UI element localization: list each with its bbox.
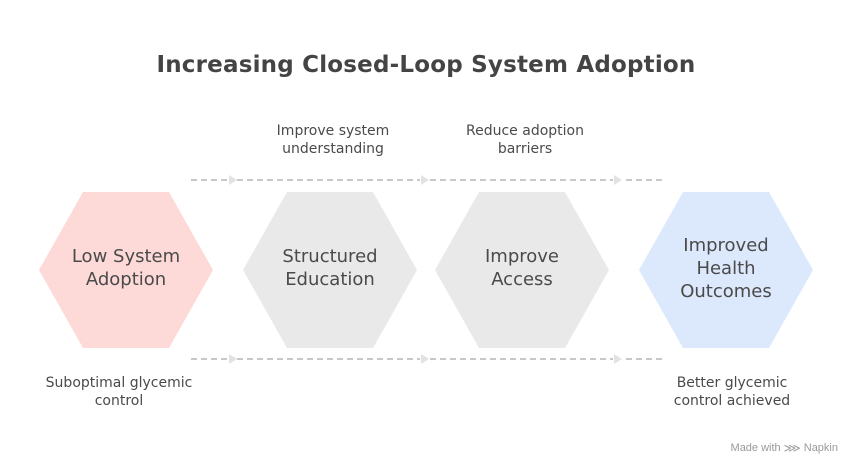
- note-line: barriers: [497, 141, 553, 157]
- hexagon-label-line: Education: [285, 269, 375, 290]
- arrowhead-icon: [229, 175, 237, 185]
- hexagon-label-line: Adoption: [85, 269, 167, 290]
- hexagon-label-line: Access: [491, 269, 553, 290]
- hexagon-label-line: Structured: [282, 246, 378, 267]
- note-line: Reduce adoption: [466, 123, 584, 139]
- hexagon-label-line: Improved: [683, 234, 769, 256]
- napkin-brand-label: Napkin: [803, 442, 838, 454]
- hexagon-label-line: Low System: [71, 246, 181, 267]
- note-line: Improve system: [276, 123, 390, 139]
- arrowhead-icon: [421, 354, 429, 364]
- hexagon-node-3: [435, 192, 609, 348]
- note-line: understanding: [282, 141, 384, 157]
- napkin-logo-icon: ⋙: [783, 441, 801, 455]
- top-note-understanding: Improve system understanding: [233, 122, 433, 158]
- top-note-barriers: Reduce adoption barriers: [425, 122, 625, 158]
- arrowhead-icon: [421, 175, 429, 185]
- made-with-label: Made with: [730, 442, 781, 454]
- arrowhead-icon: [229, 354, 237, 364]
- hexagon-node-1: [39, 192, 213, 348]
- arrowhead-icon: [614, 175, 622, 185]
- note-line: Better glycemic: [676, 375, 788, 391]
- note-line: Suboptimal glycemic: [45, 375, 193, 391]
- footer-attribution[interactable]: Made with ⋙ Napkin: [731, 441, 838, 455]
- note-line: control: [94, 393, 144, 409]
- note-line: control achieved: [673, 393, 791, 409]
- arrowhead-icon: [614, 354, 622, 364]
- bottom-note-better: Better glycemic control achieved: [632, 374, 832, 410]
- hexagon-label-line: Improve: [484, 246, 559, 267]
- bottom-note-suboptimal: Suboptimal glycemic control: [19, 374, 219, 410]
- hexagon-label-line: Outcomes: [680, 280, 772, 302]
- hexagon-node-4: [639, 192, 813, 348]
- diagram-title: Increasing Closed-Loop System Adoption: [156, 52, 696, 78]
- hexagon-node-2: [243, 192, 417, 348]
- hexagon-label-line: Health: [696, 257, 756, 279]
